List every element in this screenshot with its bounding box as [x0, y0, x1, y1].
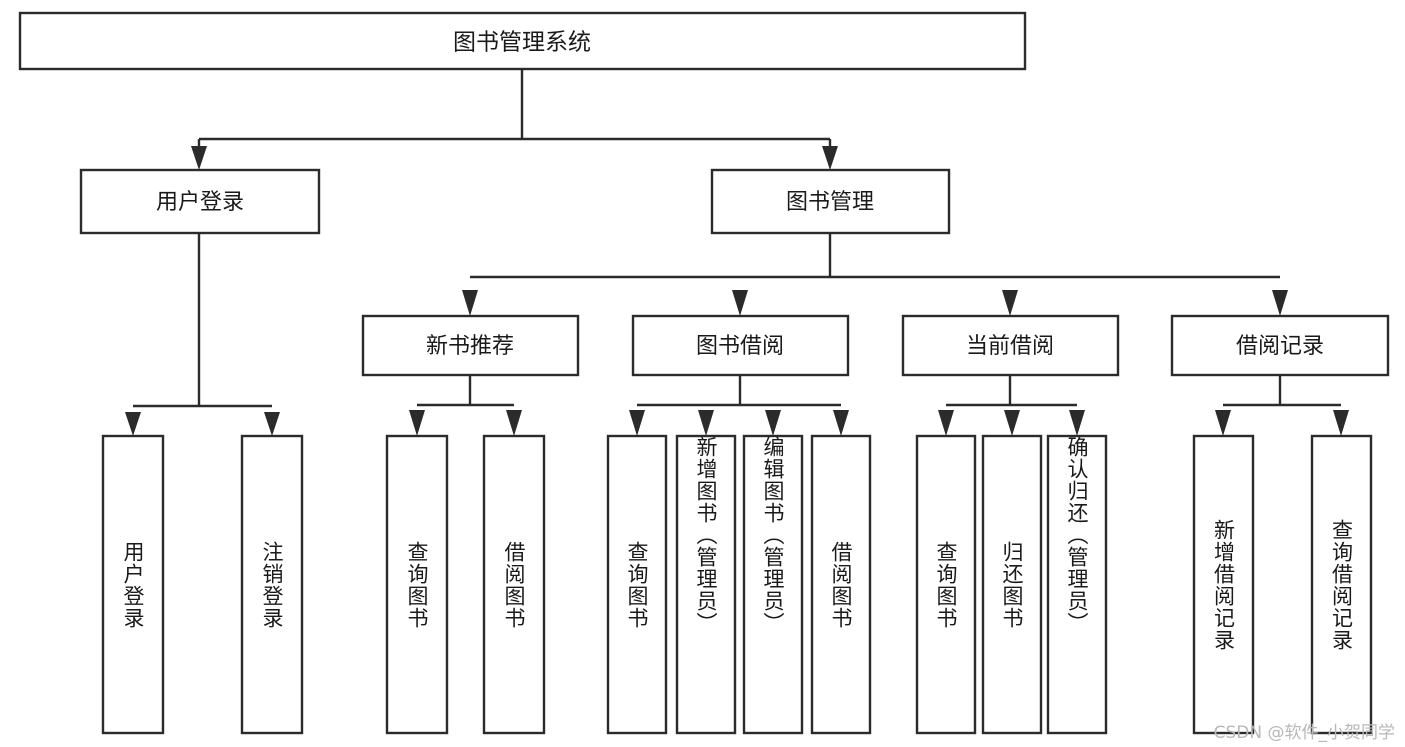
watermark-text: CSDN @软件_小贺同学	[1213, 723, 1395, 743]
connector-root-to-level2	[191, 69, 838, 170]
node-book-borrow[interactable]: 图书借阅	[631, 314, 850, 377]
arrow-head-icon	[1272, 290, 1288, 316]
arrow-head-icon	[629, 410, 645, 436]
node-label-system-title: 图书管理系统	[453, 30, 591, 56]
arrow-head-icon	[1333, 410, 1349, 436]
leaf-node-add-borrow-record[interactable]	[1192, 434, 1255, 735]
node-borrow-record[interactable]: 借阅记录	[1170, 314, 1390, 377]
leaf-node-borrow-book-1[interactable]	[482, 434, 546, 735]
leaf-node-user-logout[interactable]	[240, 434, 304, 735]
node-user-login[interactable]: 用户登录	[79, 168, 321, 235]
leaf-node-borrow-book-2[interactable]	[810, 434, 872, 735]
node-book-management[interactable]: 图书管理	[710, 168, 951, 235]
node-label-borrow-record: 借阅记录	[1236, 334, 1324, 359]
arrow-head-icon	[1215, 410, 1231, 436]
node-label-current-borrow: 当前借阅	[966, 334, 1054, 359]
connector-book-management-to-level3	[462, 233, 1288, 316]
leaf-node-return-book[interactable]	[981, 434, 1043, 735]
node-label-book-management: 图书管理	[786, 190, 874, 215]
leaf-node-add-book[interactable]	[675, 434, 737, 735]
node-current-borrow[interactable]: 当前借阅	[901, 314, 1120, 377]
arrow-head-icon	[409, 410, 425, 436]
leaf-node-query-borrow-record[interactable]	[1310, 434, 1373, 735]
arrow-head-icon	[506, 410, 522, 436]
arrow-head-icon	[1069, 410, 1085, 436]
arrow-head-icon	[938, 410, 954, 436]
connector-current-borrow-to-leaves	[938, 375, 1085, 436]
arrow-head-icon	[1002, 290, 1018, 316]
arrow-head-icon	[698, 410, 714, 436]
node-label-user-login: 用户登录	[156, 190, 244, 215]
arrow-head-icon	[732, 290, 748, 316]
arrow-head-icon	[125, 412, 141, 436]
arrow-head-icon	[462, 290, 478, 316]
leaf-node-edit-book[interactable]	[742, 434, 804, 735]
node-label-book-borrow: 图书借阅	[696, 334, 784, 359]
node-system-title[interactable]: 图书管理系统	[18, 11, 1027, 71]
node-label-new-book-recommend: 新书推荐	[426, 334, 514, 359]
leaf-node-query-book-3[interactable]	[915, 434, 977, 735]
leaf-node-query-book-1[interactable]	[385, 434, 449, 735]
arrow-head-icon	[833, 410, 849, 436]
leaf-node-query-book-2[interactable]	[606, 434, 668, 735]
connector-user-login-to-leaves	[125, 233, 280, 436]
arrow-head-icon	[822, 146, 838, 170]
arrow-head-icon	[1004, 410, 1020, 436]
arrow-head-icon	[264, 412, 280, 436]
leaf-node-user-login[interactable]	[101, 434, 165, 735]
arrow-head-icon	[191, 146, 207, 170]
connector-borrow-record-to-leaves	[1215, 375, 1349, 436]
leaf-node-confirm-return[interactable]	[1046, 434, 1108, 735]
node-new-book-recommend[interactable]: 新书推荐	[361, 314, 580, 377]
connector-book-borrow-to-leaves	[629, 375, 849, 436]
connector-new-book-recommend-to-leaves	[409, 375, 522, 436]
arrow-head-icon	[765, 410, 781, 436]
